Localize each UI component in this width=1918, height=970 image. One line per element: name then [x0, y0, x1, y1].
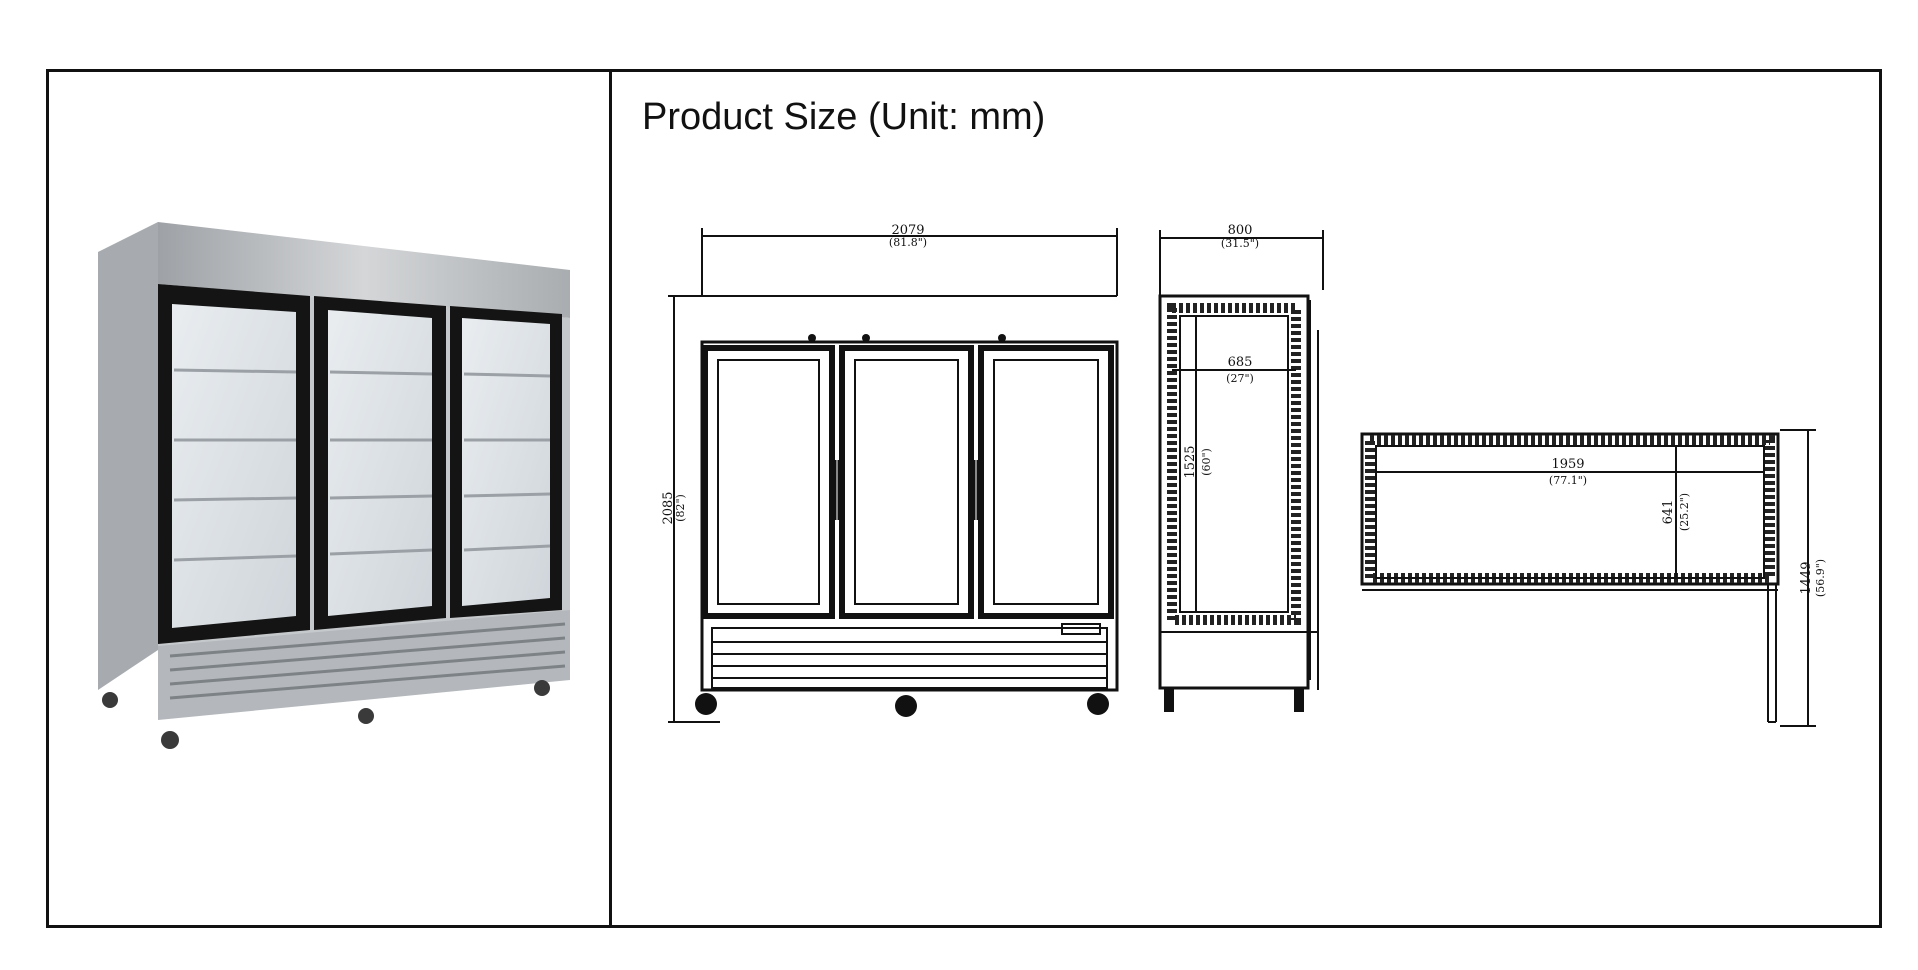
top-view	[1360, 429, 1816, 727]
front-view	[668, 228, 1119, 723]
front-height-in: (82")	[674, 494, 687, 522]
top-door-open-mm: 1449	[1799, 561, 1814, 594]
side-depth-in: (31.5")	[1221, 237, 1259, 250]
panel-divider	[609, 69, 612, 928]
top-inner-width-mm: 1959	[1551, 457, 1584, 472]
side-inner-depth-in: (27")	[1226, 372, 1254, 385]
top-inner-depth-mm: 641	[1661, 500, 1676, 525]
product-photo	[98, 222, 570, 749]
top-door-open-in: (56.9")	[1814, 559, 1827, 597]
page-title: Product Size (Unit: mm)	[642, 96, 1046, 138]
front-width-in: (81.8")	[889, 236, 927, 249]
side-inner-depth-mm: 685	[1228, 355, 1253, 370]
top-inner-depth-in: (25.2")	[1678, 493, 1691, 531]
top-inner-width-in: (77.1")	[1549, 474, 1587, 487]
outer-frame	[46, 69, 1882, 928]
side-inner-height-in: (60")	[1200, 448, 1213, 476]
side-depth-mm: 800	[1228, 223, 1253, 238]
front-height-mm: 2085	[661, 491, 676, 524]
front-width-mm: 2079	[891, 223, 924, 238]
side-view	[1158, 230, 1324, 690]
side-inner-height-mm: 1525	[1183, 445, 1198, 478]
